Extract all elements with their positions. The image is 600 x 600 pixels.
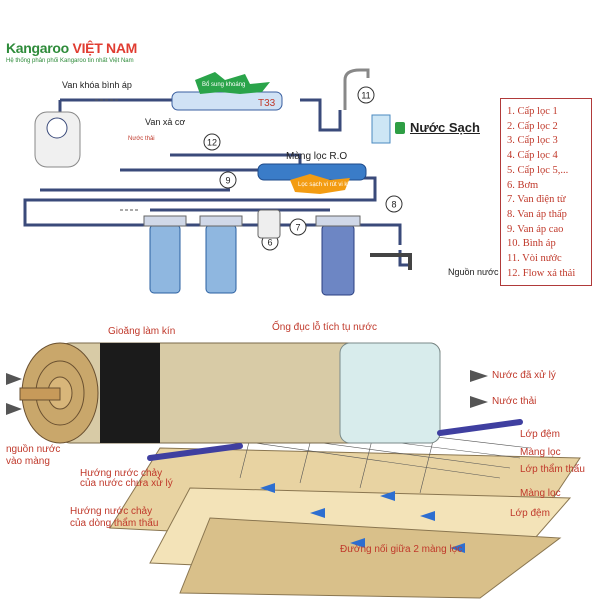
label-collector-tube: Ống đục lỗ tích tụ nước [272, 322, 377, 333]
label-source-in-2: vào màng [6, 456, 50, 467]
supplement-burst [195, 72, 270, 94]
component-number: 9 [225, 176, 230, 186]
component-number: 12 [207, 138, 217, 148]
label-t33: T33 [258, 98, 276, 109]
seal-band [100, 343, 160, 443]
label-pressure-valve: Van khóa bình áp [62, 80, 132, 90]
label-permeate-layer: Lớp thẩm thấu [520, 464, 585, 475]
collector-tubes [147, 419, 523, 461]
filter-schematic: 115129678 [23, 68, 412, 296]
end-cap [339, 342, 441, 444]
label-seal: Gioăng làm kín [108, 326, 176, 337]
membrane-sheet-bottom [179, 517, 562, 599]
label-permeate-flow-1: Hướng nước chảy [70, 506, 153, 517]
label-untreated-flow-2: của nước chưa xử lý [80, 478, 173, 489]
brand-suffix: VIỆT NAM [72, 40, 138, 56]
label-flush-valve: Van xả cơ [145, 117, 186, 127]
label-waste-water-top: Nước thải [128, 136, 155, 142]
legend-item: 7. Van điện từ [507, 194, 566, 206]
legend-item: 10. Bình áp [507, 238, 556, 250]
label-supplement: Bổ sung khoáng [202, 82, 246, 88]
brand-tagline: Hệ thống phân phối Kangaroo tin nhất Việ… [6, 58, 134, 64]
brand-name: Kangaroo [6, 40, 69, 56]
legend-item: 4. Cấp lọc 4 [507, 150, 558, 162]
water-arrows [6, 370, 488, 415]
water-glass [371, 114, 391, 144]
legend-item: 11. Vòi nước [507, 253, 562, 265]
clean-burst [290, 174, 350, 194]
legend-item: 8. Van áp thấp [507, 208, 567, 220]
legend-item: 1. Cấp lọc 1 [507, 106, 558, 117]
flow-arrows [260, 483, 465, 553]
component-legend: 1. Cấp lọc 1 2. Cấp lọc 2 3. Cấp lọc 3 4… [500, 98, 592, 286]
label-clean-water: Nước Sạch [410, 120, 480, 135]
label-membrane-1: Màng lọc [520, 447, 561, 458]
pressure-tank [34, 111, 81, 168]
component-number: 11 [361, 91, 370, 101]
faucet [343, 68, 370, 110]
source-tap [370, 253, 412, 270]
legend-item: 5. Cấp lọc 5,... [507, 164, 569, 176]
label-spacer-2: Lớp đệm [510, 508, 550, 519]
label-source-water: Nguồn nước [448, 267, 499, 277]
label-joint-line: Đường nối giữa 2 màng lọc [340, 544, 463, 555]
component-number: 6 [267, 238, 272, 248]
label-membrane-2: Màng lọc [520, 488, 561, 499]
legend-item: 2. Cấp lọc 2 [507, 120, 558, 132]
filter-canisters [143, 215, 361, 296]
label-waste-water: Nước thải [492, 396, 537, 407]
label-untreated-flow-1: Hướng nước chảy [80, 468, 163, 479]
legend-item: 12. Flow xả thải [507, 267, 576, 279]
legend-item: 6. Bơm [507, 179, 539, 191]
pump [257, 209, 281, 239]
component-number: 7 [295, 223, 300, 233]
label-permeate-flow-2: của dòng thẩm thấu [70, 518, 159, 529]
thumbs-up-icon [395, 122, 405, 134]
label-treated-water: Nước đã xử lý [492, 370, 556, 381]
ro-membrane-cutaway [6, 342, 581, 599]
legend-item: 9. Van áp cao [507, 223, 564, 235]
label-clean-bacteria: Lọc sạch vi rút vi khuẩn [298, 182, 361, 188]
label-ro-membrane: Màng lọc R.O [286, 151, 348, 162]
label-spacer-1: Lớp đệm [520, 429, 560, 440]
brand-logo: Kangaroo VIỆT NAM [6, 40, 137, 56]
label-source-in-1: nguồn nước [6, 444, 61, 455]
legend-item: 3. Cấp lọc 3 [507, 135, 558, 147]
component-number: 8 [391, 200, 396, 210]
